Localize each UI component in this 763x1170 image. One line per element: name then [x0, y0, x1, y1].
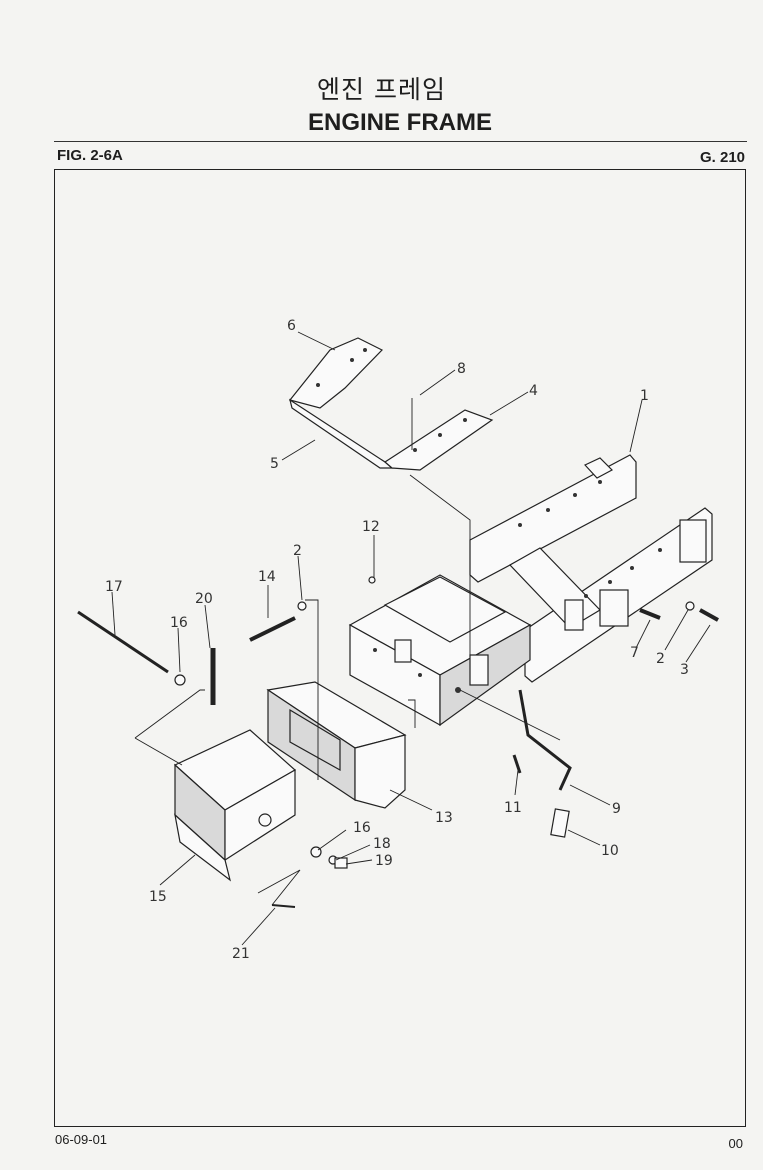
callout-14: 14 — [258, 569, 276, 585]
callout-16-lower: 16 — [353, 820, 371, 836]
mounting-plates — [288, 337, 494, 471]
callout-12: 12 — [362, 519, 380, 535]
callout-8: 8 — [457, 361, 466, 377]
callout-10: 10 — [601, 843, 619, 859]
callout-9: 9 — [612, 801, 621, 817]
callout-1: 1 — [640, 388, 649, 404]
callout-17: 17 — [105, 579, 123, 595]
callout-15: 15 — [149, 889, 167, 905]
group-code: G. 210 — [699, 149, 745, 166]
counterweight-bracket — [266, 681, 407, 809]
callout-20: 20 — [195, 591, 213, 607]
footer-page-number: 00 — [728, 1136, 743, 1151]
header-rule — [54, 141, 747, 142]
page-title-korean: 엔진 프레임 — [317, 75, 446, 104]
callout-numbers: 6 8 4 1 5 12 2 14 17 20 16 7 2 3 11 9 13… — [105, 318, 689, 962]
callout-18: 18 — [373, 836, 391, 852]
figure-number: FIG. 2-6A — [57, 147, 123, 164]
fasteners — [77, 576, 719, 908]
callout-19: 19 — [375, 853, 393, 869]
callout-2-lower: 2 — [656, 651, 665, 667]
callout-7: 7 — [630, 645, 639, 661]
callout-11: 11 — [504, 800, 522, 816]
footer-date: 06-09-01 — [55, 1132, 108, 1147]
page-title-english: ENGINE FRAME — [307, 109, 492, 136]
callout-3: 3 — [680, 662, 689, 678]
drawing-frame — [54, 169, 746, 1127]
counterweight-stack — [173, 729, 297, 882]
callout-13: 13 — [435, 810, 453, 826]
callout-2-upper: 2 — [293, 543, 302, 559]
callout-5: 5 — [270, 456, 279, 472]
callout-4: 4 — [529, 383, 538, 399]
callout-21: 21 — [232, 946, 250, 962]
callout-leaders — [111, 331, 711, 946]
callout-6: 6 — [287, 318, 296, 334]
engine-frame-part — [348, 454, 713, 727]
callout-16-upper: 16 — [170, 615, 188, 631]
